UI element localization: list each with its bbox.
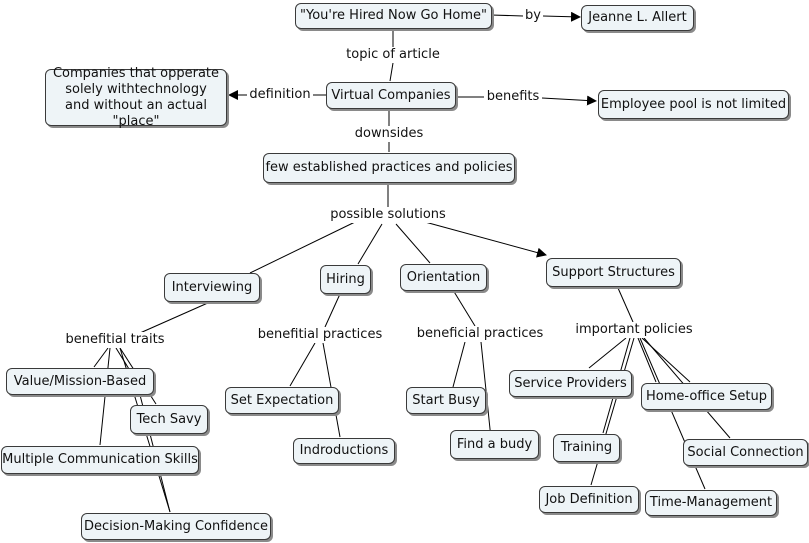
link-line [590, 337, 635, 486]
link-line [389, 62, 394, 82]
link-line [490, 14, 524, 17]
link-line [541, 95, 597, 106]
link-phrase-downsides: downsides [352, 126, 426, 142]
link-line [588, 337, 627, 369]
node-job-definition[interactable]: Job Definition [539, 486, 639, 513]
node-social-connection[interactable]: Social Connection [683, 439, 808, 466]
node-training[interactable]: Training [553, 434, 620, 462]
link-phrase-beneficial-practices: beneficial practices [414, 326, 546, 342]
link-line [542, 11, 581, 22]
node-practices-policies[interactable]: few established practices and policies [263, 153, 515, 183]
link-line [452, 341, 466, 388]
link-phrase-topic: topic of article [344, 47, 442, 63]
link-line [139, 301, 211, 334]
link-phrase-benefitial-traits: benefitial traits [63, 332, 167, 348]
link-line [452, 289, 476, 327]
link-line [395, 223, 431, 264]
link-phrase-definition: definition [247, 87, 313, 103]
link-line [324, 293, 341, 328]
link-line [357, 223, 383, 265]
link-line [424, 221, 547, 258]
link-phrase-possible-solutions: possible solutions [328, 207, 448, 223]
node-article-title[interactable]: "You're Hired Now Go Home" [295, 3, 492, 29]
link-line [617, 287, 634, 323]
link-line [249, 221, 356, 274]
node-hiring[interactable]: Hiring [320, 265, 371, 294]
node-start-busy[interactable]: Start Busy [406, 387, 486, 414]
node-home-office[interactable]: Home-office Setup [641, 383, 772, 410]
node-benefit[interactable]: Employee pool is not limited [598, 90, 789, 119]
node-decision-making[interactable]: Decision-Making Confidence [81, 513, 271, 540]
node-value-mission[interactable]: Value/Mission-Based [6, 368, 154, 395]
node-support-structures[interactable]: Support Structures [546, 258, 681, 287]
node-multiple-communication[interactable]: Multiple Communication Skills [1, 446, 199, 474]
link-phrase-by: by [523, 8, 543, 24]
link-phrase-benefits: benefits [484, 89, 542, 105]
node-definition[interactable]: Companies that opperate solely withtechn… [45, 66, 227, 129]
node-virtual-companies[interactable]: Virtual Companies [326, 82, 456, 109]
link-phrase-important-policies: important policies [573, 322, 695, 338]
node-service-providers[interactable]: Service Providers [509, 370, 632, 397]
node-time-management[interactable]: Time-Management [645, 490, 777, 516]
node-tech-savy[interactable]: Tech Savy [130, 405, 208, 434]
node-introductions[interactable]: Indroductions [293, 438, 395, 464]
node-author[interactable]: Jeanne L. Allert [581, 5, 694, 31]
link-line [637, 337, 657, 383]
link-line [99, 347, 111, 446]
link-line [639, 337, 706, 490]
link-phrase-benefitial-practices: benefitial practices [255, 327, 385, 343]
node-interviewing[interactable]: Interviewing [164, 273, 260, 302]
node-find-buddy[interactable]: Find a budy [450, 430, 539, 459]
link-line [93, 347, 109, 368]
link-line [289, 342, 316, 387]
node-orientation[interactable]: Orientation [400, 264, 487, 291]
link-line [115, 347, 130, 370]
node-set-expectation[interactable]: Set Expectation [225, 387, 339, 414]
